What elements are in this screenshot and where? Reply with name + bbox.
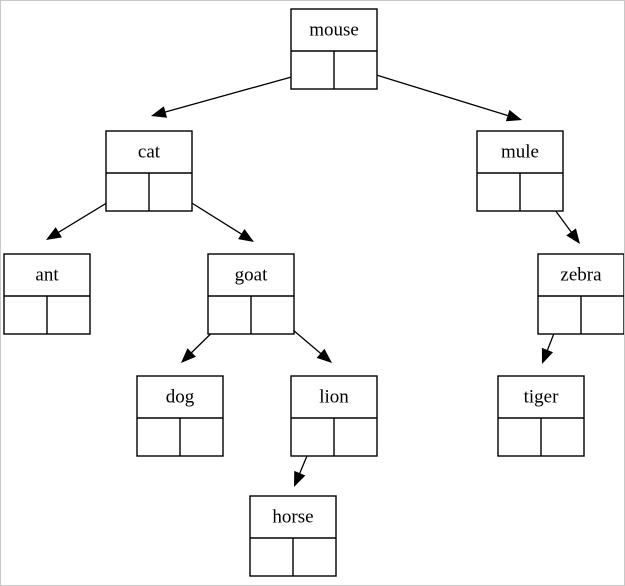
node-right-pointer-cell[interactable] (251, 296, 294, 334)
node-right-pointer-cell[interactable] (541, 418, 584, 456)
edge-line (356, 68, 510, 117)
arrowhead-icon (566, 228, 580, 244)
node-right-pointer-cell[interactable] (581, 296, 624, 334)
node-left-pointer-cell[interactable] (498, 418, 541, 456)
tree-node-tiger[interactable]: tiger (497, 375, 585, 457)
tree-node-horse[interactable]: horse (249, 495, 337, 577)
node-left-pointer-cell[interactable] (538, 296, 581, 334)
node-right-pointer-cell[interactable] (47, 296, 90, 334)
tree-node-cat[interactable]: cat (105, 130, 193, 212)
node-label: cat (138, 141, 161, 162)
tree-node-zebra[interactable]: zebra (537, 253, 624, 335)
node-left-pointer-cell[interactable] (137, 418, 180, 456)
node-left-pointer-cell[interactable] (477, 173, 520, 211)
tree-node-lion[interactable]: lion (290, 375, 378, 457)
node-label: zebra (560, 264, 602, 285)
node-right-pointer-cell[interactable] (293, 538, 336, 576)
node-label: lion (319, 386, 349, 407)
arrowhead-icon (294, 470, 306, 487)
node-label: horse (272, 506, 313, 527)
node-label: mule (501, 141, 539, 162)
node-left-pointer-cell[interactable] (291, 418, 334, 456)
node-label: goat (235, 264, 268, 285)
arrowhead-icon (316, 348, 332, 363)
edge-mouse-to-cat (151, 70, 314, 118)
node-left-pointer-cell[interactable] (291, 51, 334, 89)
arrowhead-icon (151, 106, 168, 118)
tree-node-mouse[interactable]: mouse (290, 8, 378, 90)
node-right-pointer-cell[interactable] (180, 418, 223, 456)
arrowhead-icon (505, 109, 522, 122)
arrowhead-icon (238, 228, 254, 242)
node-label: tiger (524, 386, 559, 407)
tree-node-ant[interactable]: ant (3, 253, 91, 335)
edge-mouse-to-mule (356, 68, 522, 122)
arrowhead-icon (541, 347, 554, 364)
node-left-pointer-cell[interactable] (250, 538, 293, 576)
node-right-pointer-cell[interactable] (520, 173, 563, 211)
node-left-pointer-cell[interactable] (208, 296, 251, 334)
tree-node-mule[interactable]: mule (476, 130, 564, 212)
node-right-pointer-cell[interactable] (334, 51, 377, 89)
node-left-pointer-cell[interactable] (4, 296, 47, 334)
node-right-pointer-cell[interactable] (334, 418, 377, 456)
tree-node-goat[interactable]: goat (207, 253, 295, 335)
nodes-layer: mouse cat mule ant goat zebra dog lion tiger hors… (3, 8, 624, 577)
edge-line (163, 70, 314, 114)
arrowhead-icon (46, 227, 62, 240)
node-label: ant (35, 264, 59, 285)
node-label: mouse (309, 19, 359, 40)
arrowhead-icon (181, 348, 196, 363)
node-left-pointer-cell[interactable] (106, 173, 149, 211)
node-right-pointer-cell[interactable] (149, 173, 192, 211)
node-label: dog (166, 386, 195, 407)
tree-node-dog[interactable]: dog (136, 375, 224, 457)
